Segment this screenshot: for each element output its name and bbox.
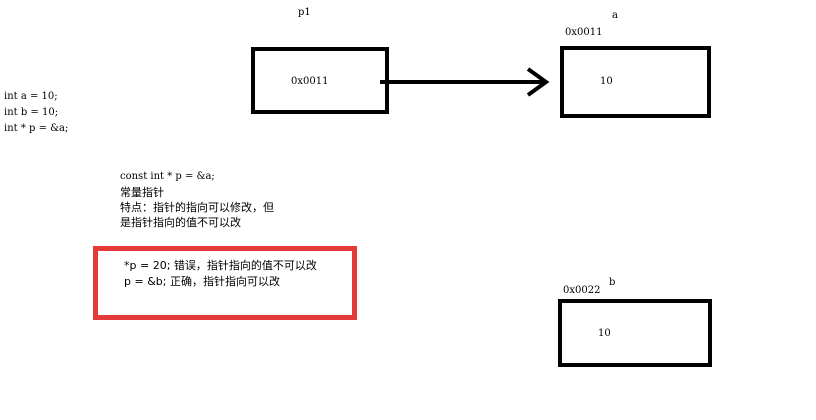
highlight-line: *p = 20; 错误，指针指向的值不可以改 bbox=[124, 259, 317, 272]
a-label: a bbox=[612, 10, 618, 21]
code-block: int a = 10; int b = 10; int * p = &a; bbox=[4, 89, 68, 137]
note-title: 常量指针 bbox=[120, 186, 164, 199]
b-address: 0x0022 bbox=[563, 285, 601, 296]
p1-value: 0x0011 bbox=[291, 76, 329, 87]
code-line: int b = 10; bbox=[4, 107, 59, 118]
note-desc-line: 特点：指针的指向可以修改，但 bbox=[120, 201, 274, 214]
highlight-line: p = &b; 正确，指针指向可以改 bbox=[124, 275, 280, 288]
highlight-box: *p = 20; 错误，指针指向的值不可以改 p = &b; 正确，指针指向可以… bbox=[93, 246, 357, 320]
b-value: 10 bbox=[598, 328, 611, 339]
p1-box: 0x0011 bbox=[251, 47, 389, 114]
note-code: const int * p = &a; bbox=[120, 171, 215, 182]
a-value: 10 bbox=[600, 76, 613, 87]
code-line: int * p = &a; bbox=[4, 123, 69, 134]
code-line: int a = 10; bbox=[4, 91, 58, 102]
b-label: b bbox=[609, 277, 616, 288]
note-desc-line: 是指针指向的值不可以改 bbox=[120, 216, 241, 229]
b-box: 10 bbox=[558, 299, 712, 367]
a-address: 0x0011 bbox=[565, 27, 603, 38]
note-block: const int * p = &a; 常量指针 特点：指针的指向可以修改，但 … bbox=[120, 169, 274, 230]
pointer-arrow bbox=[380, 67, 550, 97]
p1-label: p1 bbox=[298, 7, 311, 18]
a-box: 10 bbox=[560, 46, 711, 118]
